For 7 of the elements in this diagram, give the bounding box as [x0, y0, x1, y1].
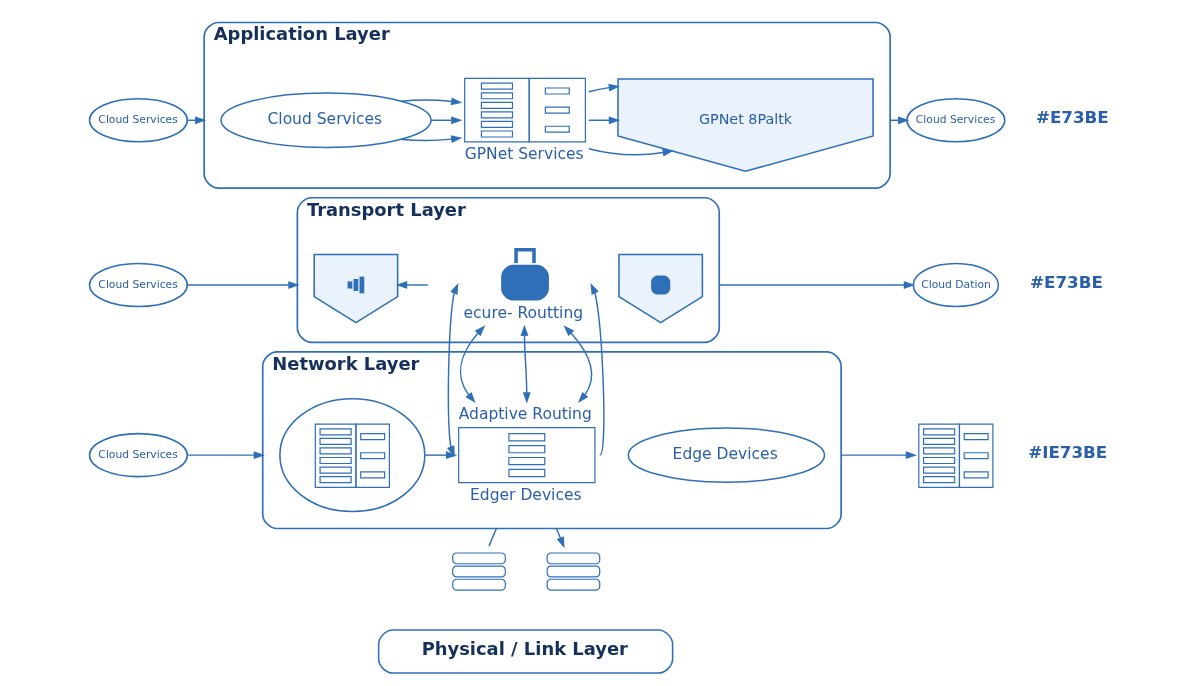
node-label: GPNet Services	[464, 144, 584, 163]
node-label: #IE73BE	[1027, 442, 1107, 463]
node-label: Edger Devices	[469, 485, 582, 504]
node-label: #E73BE	[1029, 272, 1103, 293]
node-label: Adaptive Routing	[458, 404, 592, 423]
node-label: ecure- Routting	[462, 303, 583, 322]
node-label: #E73BE	[1035, 107, 1109, 128]
